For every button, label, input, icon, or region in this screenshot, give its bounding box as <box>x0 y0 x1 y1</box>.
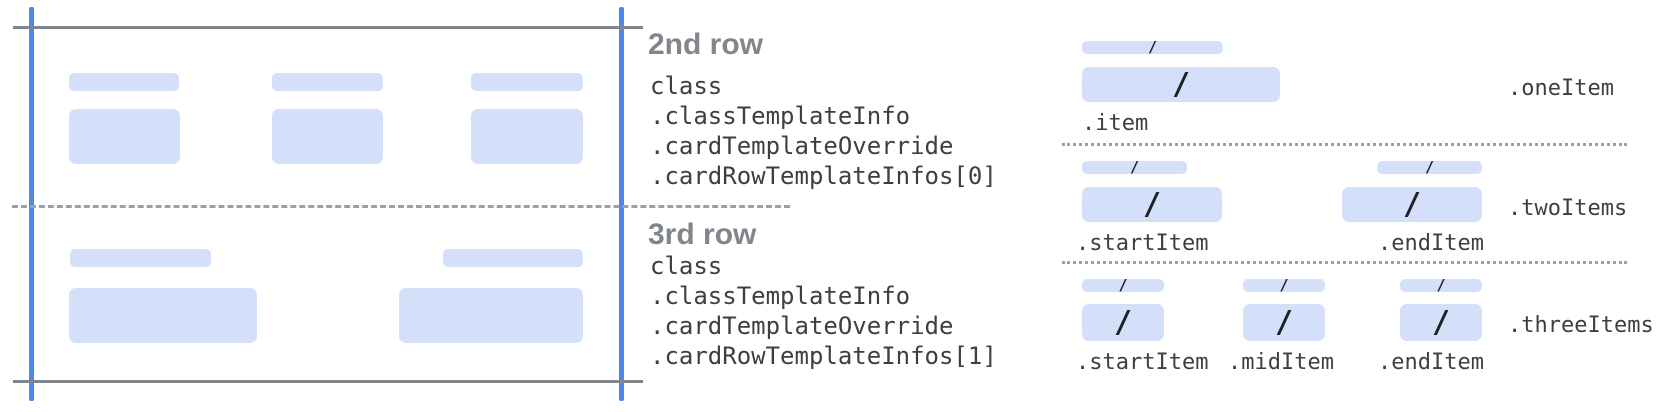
card-bottom-line <box>13 380 643 383</box>
item-label: .item <box>1082 111 1149 136</box>
card-right-edge-line <box>619 7 624 401</box>
second-row-class-path: class .classTemplateInfo .cardTemplateOv… <box>650 71 997 191</box>
field-value-placeholder <box>471 109 583 164</box>
code-line: .cardRowTemplateInfos[0] <box>650 162 997 190</box>
item-value-placeholder: / <box>1082 304 1164 341</box>
slash-icon: / <box>1142 187 1162 222</box>
variant-divider-dotted-line <box>1062 261 1627 264</box>
item-label: .midItem <box>1228 350 1334 375</box>
slash-icon: / <box>1129 158 1140 176</box>
slash-icon: / <box>1436 276 1446 294</box>
slash-icon: / <box>1431 305 1451 340</box>
item-label-placeholder: / <box>1243 276 1325 294</box>
field-label-placeholder <box>272 73 383 91</box>
field-value-placeholder <box>399 288 583 343</box>
slash-icon: / <box>1424 158 1435 176</box>
item-label-placeholder: / <box>1377 158 1482 176</box>
field-label-placeholder <box>443 249 583 267</box>
item-value-placeholder: / <box>1243 304 1325 341</box>
variant-divider-dotted-line <box>1062 143 1627 146</box>
code-line: .cardRowTemplateInfos[1] <box>650 342 997 370</box>
item-label-placeholder: / <box>1082 276 1164 294</box>
code-line: class <box>650 252 723 280</box>
card-left-edge-line <box>29 7 34 401</box>
code-line: .classTemplateInfo <box>650 282 911 310</box>
code-line: .classTemplateInfo <box>650 102 911 130</box>
slash-icon: / <box>1118 276 1128 294</box>
field-label-placeholder <box>70 249 211 267</box>
field-label-placeholder <box>471 73 583 91</box>
slash-icon: / <box>1279 276 1289 294</box>
slash-icon: / <box>1274 305 1294 340</box>
code-line: .cardTemplateOverride <box>650 312 954 340</box>
item-value-placeholder: / <box>1082 187 1222 222</box>
slash-icon: / <box>1171 67 1191 102</box>
group-label-three-items: .threeItems <box>1508 313 1654 338</box>
item-label: .endItem <box>1378 231 1484 256</box>
item-label: .startItem <box>1076 231 1209 256</box>
card-row-divider-dashed-line <box>12 205 790 208</box>
second-row-heading: 2nd row <box>648 28 764 61</box>
item-label-placeholder: / <box>1082 38 1223 56</box>
third-row-heading: 3rd row <box>648 218 757 251</box>
field-value-placeholder <box>69 288 257 343</box>
item-label-placeholder: / <box>1082 158 1187 176</box>
item-value-placeholder: / <box>1400 304 1482 341</box>
slash-icon: / <box>1147 38 1158 56</box>
code-line: .cardTemplateOverride <box>650 132 954 160</box>
item-label: .startItem <box>1076 350 1209 375</box>
card-top-line <box>13 26 643 29</box>
item-label-placeholder: / <box>1400 276 1482 294</box>
slash-icon: / <box>1402 187 1422 222</box>
item-value-placeholder: / <box>1342 187 1482 222</box>
slash-icon: / <box>1113 305 1133 340</box>
field-value-placeholder <box>272 109 383 164</box>
group-label-two-items: .twoItems <box>1508 196 1628 221</box>
item-value-placeholder: / <box>1082 67 1280 102</box>
group-label-one-item: .oneItem <box>1508 76 1614 101</box>
third-row-class-path: class .classTemplateInfo .cardTemplateOv… <box>650 251 997 371</box>
code-line: class <box>650 72 723 100</box>
field-label-placeholder <box>69 73 179 91</box>
field-value-placeholder <box>69 109 180 164</box>
item-label: .endItem <box>1378 350 1484 375</box>
